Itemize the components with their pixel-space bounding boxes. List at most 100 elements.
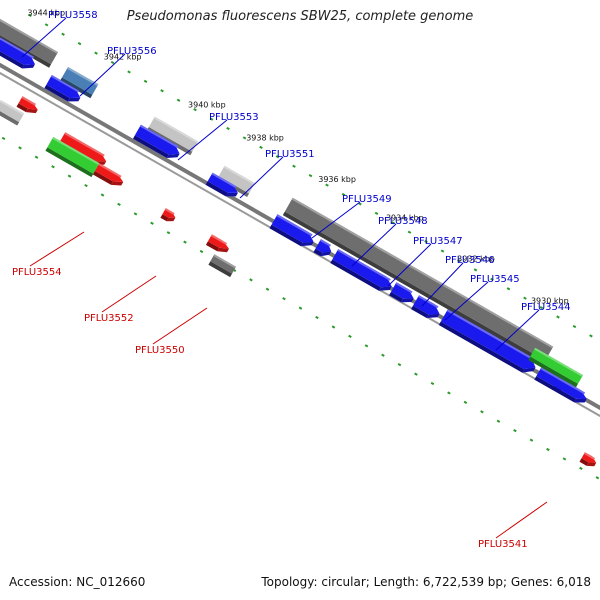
leader-line (311, 201, 361, 239)
ruler-dot (463, 400, 468, 404)
feature-reverse-20 (0, 100, 25, 126)
ruler-dot (513, 429, 517, 433)
ruler-dot (539, 305, 544, 310)
genome-summary: Topology: circular; Length: 6,722,539 bp… (261, 575, 591, 589)
feature-forward-1 (0, 18, 58, 68)
ruler-dot (315, 315, 319, 320)
leader-line (495, 501, 548, 539)
feature-forward-6 (133, 124, 180, 158)
ruler-dot (457, 258, 461, 263)
feature-forward-12 (330, 249, 392, 291)
ruler-dot (18, 146, 22, 150)
ruler-dot (176, 98, 181, 102)
ruler-dot (430, 381, 435, 386)
ruler-dot (480, 410, 484, 414)
backbone-line-inner (0, 71, 600, 418)
leader-line (351, 223, 397, 267)
ruler-dot (193, 108, 197, 112)
ruler-dot (34, 155, 39, 159)
ruler-dot (143, 79, 148, 83)
gene-label-pflu3552: PFLU3552 (84, 313, 134, 324)
ruler-dot (414, 372, 418, 376)
feature-reverse-24 (160, 208, 176, 222)
leader-line (421, 262, 464, 307)
feature-forward-15 (438, 309, 536, 373)
ruler-dot (331, 325, 336, 329)
ruler-dot (160, 89, 164, 93)
feature-forward-18 (528, 347, 583, 388)
ruler-dot (490, 277, 494, 281)
gene-label-pflu3558: PFLU3558 (48, 10, 98, 21)
ruler-dot (77, 42, 82, 46)
ruler-dot (308, 174, 313, 178)
gene-label-pflu3553: PFLU3553 (209, 112, 259, 123)
ruler-dot (199, 249, 204, 254)
leader-line (101, 275, 157, 313)
gene-label-pflu3546: PFLU3546 (445, 255, 495, 266)
gene-label-pflu3549: PFLU3549 (342, 194, 392, 205)
ruler-dot (424, 240, 428, 244)
ruler-dot (226, 126, 230, 131)
ruler-dot (265, 287, 270, 291)
ruler-dot (133, 212, 138, 216)
tick-label: 3932 kbp (457, 254, 495, 263)
feature-forward-13 (389, 282, 414, 303)
feature-forward-4 (44, 75, 81, 102)
ruler-dot (275, 155, 280, 159)
ruler-dot (292, 164, 296, 168)
ruler-dot (94, 51, 98, 55)
gene-label-pflu3550: PFLU3550 (135, 345, 185, 356)
tick-label: 3940 kbp (188, 100, 226, 109)
ruler-dot (440, 249, 445, 253)
ruler-dot (572, 324, 577, 329)
ruler-dot (391, 221, 395, 225)
feature-reverse-25 (205, 234, 229, 253)
leader-line (152, 307, 208, 345)
feature-forward-17 (551, 377, 587, 403)
ruler-dot (374, 211, 379, 215)
ruler-dot (61, 32, 65, 36)
feature-forward-11 (313, 239, 332, 257)
ruler-dot (51, 165, 55, 169)
ruler-dot (341, 192, 346, 197)
leader-line (21, 17, 67, 58)
leader-line (444, 281, 489, 321)
gene-label-pflu3556: PFLU3556 (107, 46, 157, 57)
ruler-dot (358, 202, 362, 206)
feature-forward-10 (269, 214, 314, 247)
ruler-dot (28, 13, 32, 17)
ruler-dot (364, 344, 369, 348)
ruler-dot (183, 240, 187, 244)
tick-label: 3938 kbp (246, 134, 284, 143)
ruler-dot (496, 419, 501, 423)
tick-label: 3936 kbp (318, 175, 356, 184)
gene-label-pflu3554: PFLU3554 (12, 267, 62, 278)
ruler-dot (447, 391, 451, 395)
leader-line (177, 119, 228, 161)
ruler-dot (595, 476, 600, 480)
feature-forward-14 (411, 295, 440, 318)
ruler-dot (282, 297, 286, 301)
ruler-dot (579, 466, 583, 470)
ruler-dot (209, 117, 214, 121)
feature-reverse-22 (45, 136, 100, 178)
ruler-dot (242, 136, 247, 140)
leader-line (239, 156, 284, 199)
map-title: Pseudomonas fluorescens SBW25, complete … (126, 9, 474, 24)
ruler-dot (84, 183, 88, 188)
ruler-dot (325, 183, 329, 187)
ruler-dot (506, 287, 511, 291)
leader-line (29, 231, 85, 267)
ruler-dot (298, 306, 303, 310)
ruler-dot (67, 174, 72, 178)
ruler-dot (397, 363, 402, 367)
ruler-dot (166, 231, 171, 235)
gene-label-pflu3541: PFLU3541 (478, 539, 528, 550)
tick-label: 3930 kbp (531, 296, 569, 305)
ruler-dot (473, 268, 478, 272)
tick-label: 3934 kbp (386, 214, 424, 223)
ruler-dot (348, 334, 352, 339)
ruler-dot (100, 193, 105, 197)
gene-label-pflu3548: PFLU3548 (378, 216, 428, 227)
